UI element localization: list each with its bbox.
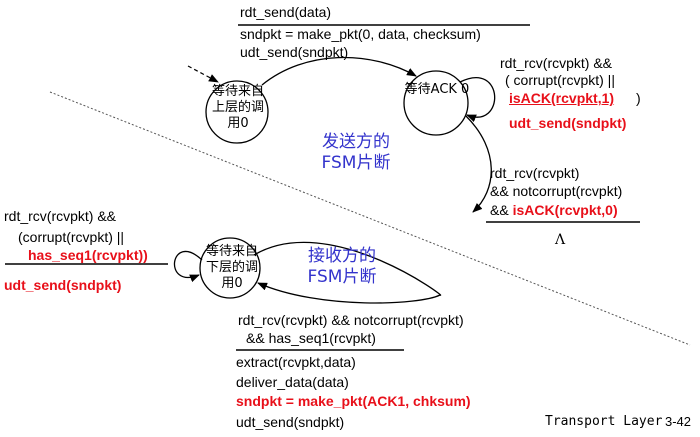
sender-self-event-3-close: ) (636, 90, 641, 106)
receiver-bottom-action-1: extract(rcvpkt,data) (236, 354, 356, 370)
receiver-bottom-action-3: sndpkt = make_pkt(ACK1, chksum) (236, 393, 471, 409)
sender-right-event-3: && isACK(rcvpkt,0) (490, 202, 618, 219)
sender-top-action-1: sndpkt = make_pkt(0, data, checksum) (240, 26, 481, 42)
receiver-bottom-action-2: deliver_data(data) (236, 374, 349, 390)
sender-right-event-3-red: isACK(rcvpkt,0) (512, 202, 618, 218)
receiver-self-event-2: (corrupt(rcvpkt) || (18, 229, 125, 245)
sender-self-event-2: ( corrupt(rcvpkt) || (505, 72, 615, 88)
divider-line (49, 91, 691, 346)
sender-top-event: rdt_send(data) (240, 4, 332, 20)
receiver-bottom-action-4: udt_send(sndpkt) (236, 414, 345, 430)
sender-self-action: udt_send(sndpkt) (509, 115, 627, 131)
transition-receiver-bottom (253, 241, 442, 304)
footer-label: Transport Layer (545, 414, 663, 429)
state-wait-below-0 (199, 237, 261, 299)
sender-self-event-3: isACK(rcvpkt,1) (509, 90, 615, 106)
state-wait-call-0 (205, 80, 269, 144)
sender-right-event-1: rdt_rcv(rcvpkt) (490, 165, 580, 181)
initial-arrow (187, 65, 219, 83)
receiver-bottom-event-1: rdt_rcv(rcvpkt) && notcorrupt(rcvpkt) (238, 312, 464, 328)
sender-self-event-1: rdt_rcv(rcvpkt) && (500, 55, 613, 71)
transition-send (261, 56, 417, 86)
receiver-self-event-1: rdt_rcv(rcvpkt) && (4, 208, 117, 224)
sender-caption: 发送方的FSM片断 (321, 132, 391, 173)
footer-page: 3-42 (665, 414, 692, 429)
receiver-caption: 接收方的FSM片断 (307, 246, 377, 287)
state-wait-ack-0 (403, 70, 469, 136)
sender-right-event-2: && notcorrupt(rcvpkt) (490, 183, 623, 199)
state-wait-below-label: 等待来自下层的调用0 (205, 244, 258, 291)
state-wait-call-label: 等待来自上层的调用0 (211, 84, 264, 131)
state-wait-ack-label: 等待ACK 0 (404, 82, 470, 97)
lambda-action: Λ (555, 232, 566, 248)
receiver-self-action: udt_send(sndpkt) (4, 277, 122, 293)
transition-ack0 (465, 115, 492, 213)
sender-top-action-2: udt_send(sndpkt) (240, 44, 349, 60)
receiver-bottom-event-2: && has_seq1(rcvpkt) (246, 330, 376, 346)
receiver-self-event-3: has_seq1(rcvpkt)) (28, 247, 148, 263)
sender-right-event-3-prefix: && (490, 202, 513, 218)
self-loop-receiver (173, 250, 203, 283)
self-loop-ack (459, 77, 496, 123)
